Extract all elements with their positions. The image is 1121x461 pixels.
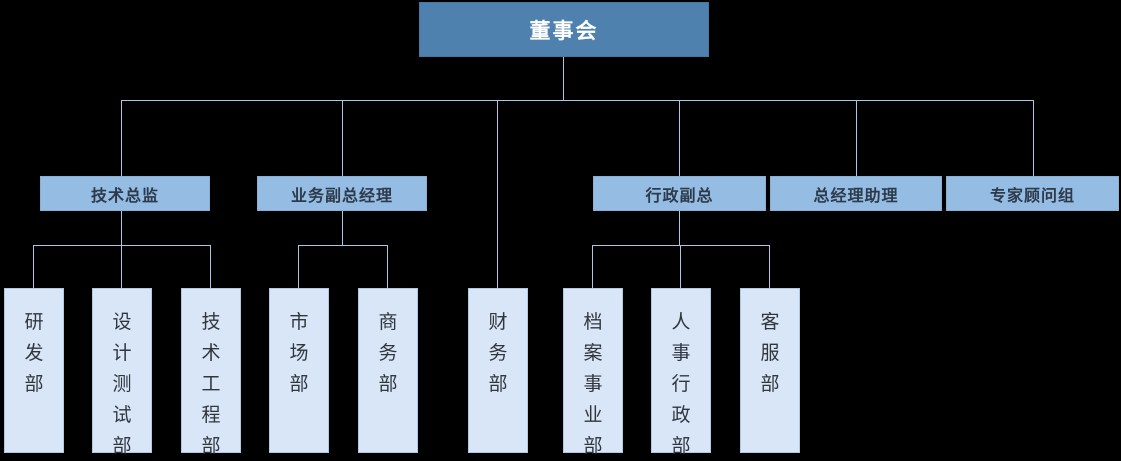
connector-drop-archive-dept: [592, 245, 593, 288]
node-rd-dept[interactable]: 研 发 部: [4, 288, 64, 453]
connector-drop-tech-director: [121, 100, 122, 176]
connector-drop-design-test-dept: [121, 245, 122, 288]
node-archive-dept-label: 档 案 事 业 部: [583, 312, 603, 457]
connector-stem-tech-director: [121, 211, 122, 245]
node-commerce-dept-label: 商 务 部: [378, 312, 398, 395]
connector-drop-rd-dept: [33, 245, 34, 288]
connector-drop-hr-admin-dept: [680, 245, 681, 288]
node-expert-advisory-group[interactable]: 专家顾问组: [946, 176, 1119, 211]
connector-drop-commerce-dept: [387, 245, 388, 288]
connector-drop-finance-dept: [497, 100, 498, 288]
connector-drop-business-vp: [342, 100, 343, 176]
connector-drop-admin-vp: [679, 100, 680, 176]
node-finance-dept[interactable]: 财 务 部: [468, 288, 528, 453]
connector-drop-expert-group: [1033, 100, 1034, 176]
node-service-dept-label: 客 服 部: [760, 312, 780, 395]
node-hr-admin-dept[interactable]: 人 事 行 政 部: [651, 288, 711, 457]
node-board-of-directors[interactable]: 董事会: [419, 2, 709, 57]
node-design-test-dept-label: 设 计 测 试 部: [112, 312, 132, 457]
node-tech-director[interactable]: 技术总监: [40, 176, 210, 211]
node-admin-vp[interactable]: 行政副总: [593, 176, 766, 211]
node-rd-dept-label: 研 发 部: [24, 312, 44, 395]
connector-drop-service-dept: [769, 245, 770, 288]
node-archive-dept[interactable]: 档 案 事 业 部: [563, 288, 623, 457]
node-finance-dept-label: 财 务 部: [488, 312, 508, 395]
node-design-test-dept[interactable]: 设 计 测 试 部: [92, 288, 152, 457]
connector-stem-business-vp: [342, 211, 343, 245]
connector-root-stem: [563, 57, 564, 100]
connector-bus-admin-vp: [592, 245, 770, 246]
connector-drop-market-dept: [298, 245, 299, 288]
connector-drop-tech-eng-dept: [210, 245, 211, 288]
node-hr-admin-dept-label: 人 事 行 政 部: [671, 312, 691, 457]
node-commerce-dept[interactable]: 商 务 部: [358, 288, 418, 453]
connector-main-bus: [121, 100, 1034, 101]
node-tech-eng-dept-label: 技 术 工 程 部: [201, 312, 221, 457]
node-market-dept[interactable]: 市 场 部: [269, 288, 329, 453]
connector-drop-gm-assistant: [856, 100, 857, 176]
connector-bus-business-vp: [298, 245, 387, 246]
node-business-vp[interactable]: 业务副总经理: [257, 176, 427, 211]
node-service-dept[interactable]: 客 服 部: [740, 288, 800, 453]
connector-stem-admin-vp: [679, 211, 680, 245]
node-gm-assistant[interactable]: 总经理助理: [770, 176, 942, 211]
node-tech-eng-dept[interactable]: 技 术 工 程 部: [181, 288, 241, 457]
node-market-dept-label: 市 场 部: [289, 312, 309, 395]
